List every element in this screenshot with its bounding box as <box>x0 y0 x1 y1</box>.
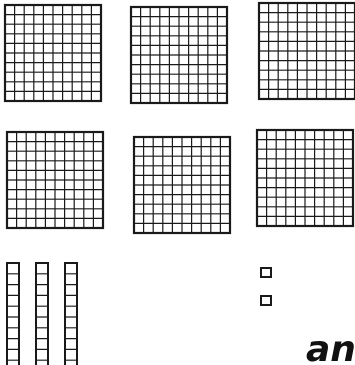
hundred-flat-block <box>257 130 353 226</box>
one-unit-block <box>261 296 271 305</box>
hundred-flat-block <box>134 137 230 233</box>
hundred-flat-block <box>7 132 103 228</box>
cropped-caption-text: an <box>306 332 355 365</box>
ten-rod-block <box>7 263 19 365</box>
hundreds-blocks-group <box>5 3 355 233</box>
ones-units-group <box>261 268 271 305</box>
hundred-flat-block <box>259 3 355 99</box>
hundred-flat-block <box>5 5 101 101</box>
one-unit-block <box>261 268 271 277</box>
ten-rod-block <box>65 263 77 365</box>
tens-rods-group <box>7 263 77 365</box>
hundred-flat-block <box>131 7 227 103</box>
ten-rod-block <box>36 263 48 365</box>
